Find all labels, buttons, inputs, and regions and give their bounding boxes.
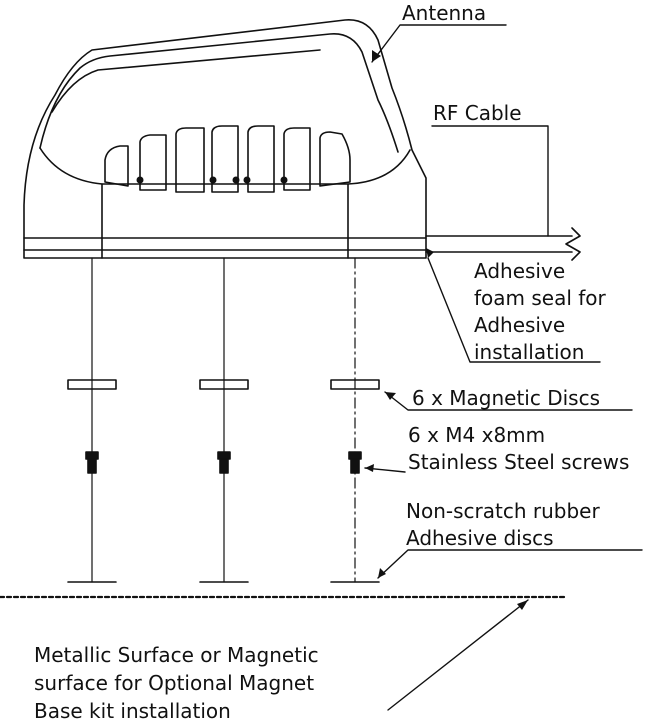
label-surface-line2: surface for Optional Magnet xyxy=(34,671,314,695)
label-foam-seal-line2: foam seal for xyxy=(474,286,607,310)
label-foam-seal-line3: Adhesive xyxy=(474,313,565,337)
magnetic-discs xyxy=(67,379,380,390)
label-foam-seal-line1: Adhesive xyxy=(474,259,565,283)
callout-labels: Antenna RF Cable Adhesive foam seal for … xyxy=(34,1,629,723)
label-rubber-discs-line1: Non-scratch rubber xyxy=(406,499,600,523)
label-rf-cable: RF Cable xyxy=(433,101,522,125)
label-surface-line1: Metallic Surface or Magnetic xyxy=(34,643,319,667)
label-rubber-discs-line2: Adhesive discs xyxy=(406,526,554,550)
label-screws-line2: Stainless Steel screws xyxy=(408,450,629,474)
screws xyxy=(85,451,362,474)
rf-cable xyxy=(425,227,581,261)
label-magnetic-discs: 6 x Magnetic Discs xyxy=(412,386,600,410)
label-foam-seal-line4: installation xyxy=(474,340,584,364)
label-antenna: Antenna xyxy=(402,1,486,25)
arrow-heads xyxy=(136,50,528,610)
antenna-housing xyxy=(23,19,427,259)
leader-lines xyxy=(364,24,643,711)
label-surface-line3: Base kit installation xyxy=(34,699,231,723)
label-screws-line1: 6 x M4 x8mm xyxy=(408,423,545,447)
guide-lines xyxy=(91,257,356,583)
